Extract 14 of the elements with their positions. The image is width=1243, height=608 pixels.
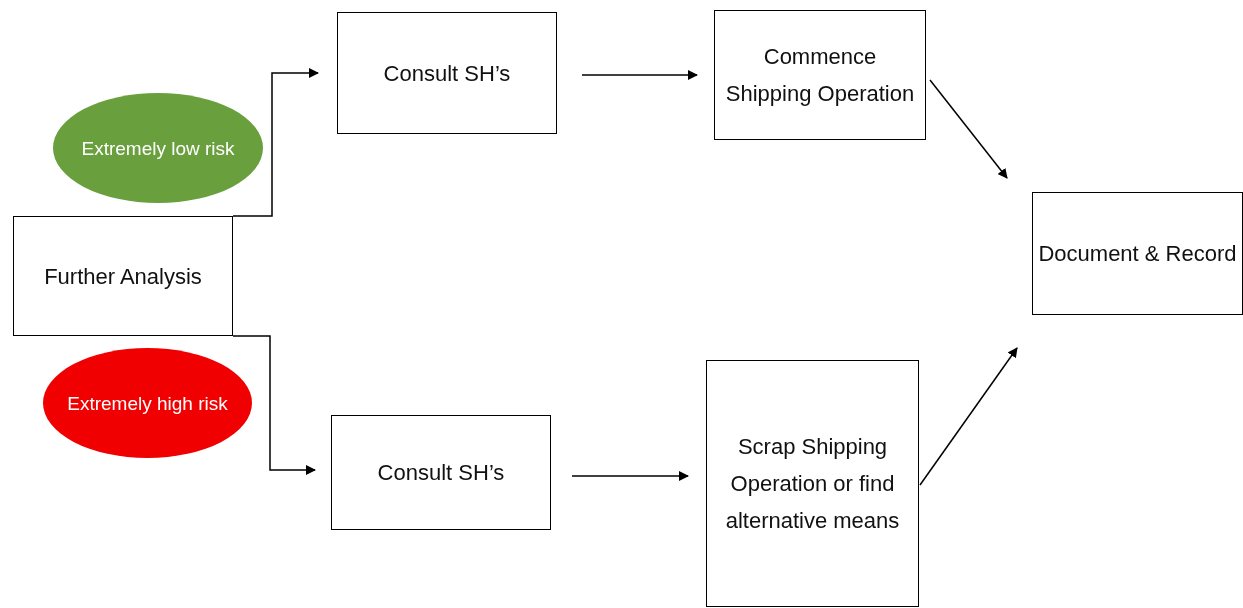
- process-box: Consult SH’s: [337, 12, 557, 134]
- arrow: [919, 347, 1018, 486]
- arrow: [571, 471, 689, 481]
- process-box: Scrap Shipping Operation or find alternative means: [706, 360, 919, 607]
- process-box: Commence Shipping Operation: [714, 10, 926, 140]
- arrow: [232, 68, 319, 217]
- arrow: [929, 79, 1008, 179]
- risk-ellipse: Extremely low risk: [53, 93, 263, 203]
- arrow: [581, 70, 698, 80]
- arrow: [232, 335, 316, 475]
- process-box: Further Analysis: [13, 216, 233, 336]
- process-box: Consult SH’s: [331, 415, 551, 530]
- risk-ellipse: Extremely high risk: [43, 348, 252, 458]
- process-box: Document & Record: [1032, 192, 1243, 315]
